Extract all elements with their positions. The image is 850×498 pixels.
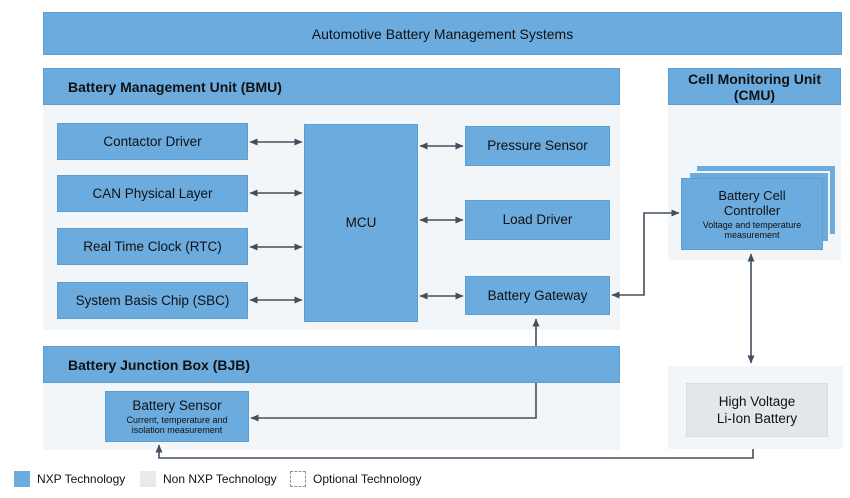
box-battery-gateway: Battery Gateway	[465, 276, 610, 315]
hv-battery-line1: High Voltage	[718, 394, 796, 409]
system-basis-chip-label: System Basis Chip (SBC)	[75, 292, 230, 308]
box-load-driver: Load Driver	[465, 200, 610, 240]
box-high-voltage-battery: High Voltage Li-Ion Battery	[686, 383, 828, 437]
box-contactor-driver: Contactor Driver	[57, 123, 248, 160]
box-battery-sensor: Battery Sensor Current, temperature and …	[105, 391, 249, 442]
legend-item-optional: Optional Technology	[290, 470, 422, 488]
box-system-basis-chip: System Basis Chip (SBC)	[57, 282, 248, 319]
legend-non-nxp-label: Non NXP Technology	[163, 472, 277, 486]
box-battery-cell-controller: Battery Cell Controller Voltage and temp…	[681, 178, 823, 250]
real-time-clock-label: Real Time Clock (RTC)	[83, 238, 222, 254]
legend-optional-label: Optional Technology	[313, 472, 422, 486]
battery-cell-controller-subtitle: Voltage and temperature measurement	[702, 220, 802, 240]
bjb-title: Battery Junction Box (BJB)	[68, 356, 251, 373]
bmu-title: Battery Management Unit (BMU)	[68, 78, 282, 95]
legend-item-non-nxp: Non NXP Technology	[140, 470, 277, 488]
nxp-color-swatch-icon	[14, 471, 30, 487]
optional-dashed-swatch-icon	[290, 471, 306, 487]
cmu-section-header: Cell Monitoring Unit (CMU)	[668, 68, 841, 105]
legend: NXP Technology Non NXP Technology Option…	[0, 468, 850, 490]
top-banner: Automotive Battery Management Systems	[43, 12, 842, 55]
mcu-label: MCU	[345, 215, 377, 230]
battery-gateway-label: Battery Gateway	[487, 287, 588, 303]
cmu-title-line1: Cell Monitoring Unit	[688, 70, 821, 87]
load-driver-label: Load Driver	[502, 212, 573, 227]
top-banner-title: Automotive Battery Management Systems	[311, 25, 574, 42]
box-real-time-clock: Real Time Clock (RTC)	[57, 228, 248, 265]
box-pressure-sensor: Pressure Sensor	[465, 126, 610, 166]
contactor-driver-label: Contactor Driver	[103, 133, 202, 149]
cmu-title-line2: (CMU)	[733, 86, 776, 103]
battery-sensor-subtitle: Current, temperature and isolation measu…	[126, 415, 228, 435]
battery-sensor-label: Battery Sensor	[132, 398, 222, 413]
non-nxp-color-swatch-icon	[140, 471, 156, 487]
battery-cell-controller-label: Battery Cell Controller	[718, 188, 786, 218]
hv-battery-line2: Li-Ion Battery	[716, 411, 798, 426]
box-can-physical-layer: CAN Physical Layer	[57, 175, 248, 212]
box-mcu: MCU	[304, 124, 418, 322]
legend-item-nxp: NXP Technology	[14, 470, 125, 488]
legend-nxp-label: NXP Technology	[37, 472, 126, 486]
pressure-sensor-label: Pressure Sensor	[487, 138, 588, 153]
bjb-section-header: Battery Junction Box (BJB)	[43, 346, 620, 383]
bmu-section-header: Battery Management Unit (BMU)	[43, 68, 620, 105]
can-physical-layer-label: CAN Physical Layer	[92, 185, 213, 201]
